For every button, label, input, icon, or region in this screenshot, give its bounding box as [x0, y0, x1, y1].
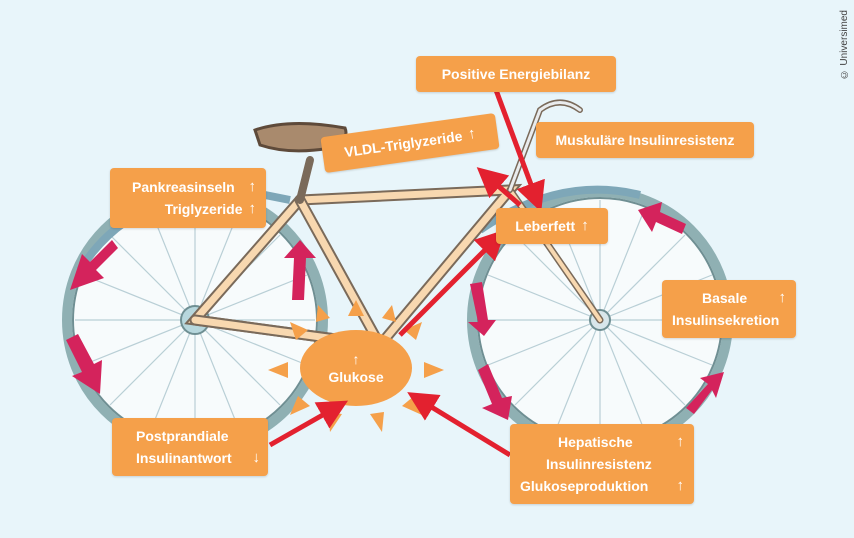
label: Basale [702, 290, 748, 306]
arrow-glukose-leber [398, 229, 506, 337]
copyright-notice: © Universimed [839, 10, 850, 80]
label: Glukoseproduktion [520, 478, 649, 494]
arrow-up-icon: ↑ [778, 289, 787, 306]
label: Insulinresistenz [546, 456, 652, 472]
label: Triglyzeride [164, 201, 243, 217]
arrow-energie-leber [493, 89, 545, 213]
box-postprandiale-insulinantwort: Postprandiale Insulinantwort ↓ [112, 418, 268, 476]
arrow-up-icon: ↑ [676, 477, 685, 494]
box-basale-insulinsekretion: Basale ↑ Insulinsekretion [662, 280, 796, 338]
arrow-up-icon: ↑ [581, 217, 589, 234]
wheel-cycle-arrows [66, 202, 724, 420]
glukose-label: ↑ Glukose [300, 330, 412, 406]
label: Glukose [328, 369, 384, 385]
arrow-up-icon: ↑ [248, 178, 257, 195]
arrow-up-icon: ↑ [466, 124, 477, 143]
arrow-leber-vldl [476, 167, 522, 207]
box-leberfett: Leberfett ↑ [496, 208, 608, 244]
relation-arrows [268, 89, 545, 458]
label: Pankreasinseln [132, 179, 235, 195]
arrow-up-icon: ↑ [676, 433, 685, 450]
label: Muskuläre Insulinresistenz [555, 132, 735, 148]
arrow-hepatisch-glukose [407, 392, 512, 458]
label: Hepatische [558, 434, 633, 450]
label: Leberfett [515, 218, 576, 234]
label: Insulinantwort [136, 450, 232, 466]
label: Positive Energiebilanz [441, 66, 591, 82]
label: Insulinsekretion [672, 312, 780, 328]
box-pankreasinseln-triglyzeride: Pankreasinseln ↑ Triglyzeride ↑ [110, 168, 266, 228]
box-positive-energiebilanz: Positive Energiebilanz [416, 56, 616, 92]
label: Postprandiale [136, 428, 229, 444]
arrow-up-icon: ↑ [352, 351, 360, 367]
arrow-postprandial-glukose [268, 400, 349, 448]
arrow-down-icon: ↓ [252, 449, 261, 466]
arrow-up-icon: ↑ [248, 200, 257, 217]
box-hepatische-insulinresistenz-glukoseproduktion: Hepatische ↑ Insulinresistenz Glukoseprod… [510, 424, 694, 504]
box-muskulaere-insulinresistenz: Muskuläre Insulinresistenz [536, 122, 754, 158]
